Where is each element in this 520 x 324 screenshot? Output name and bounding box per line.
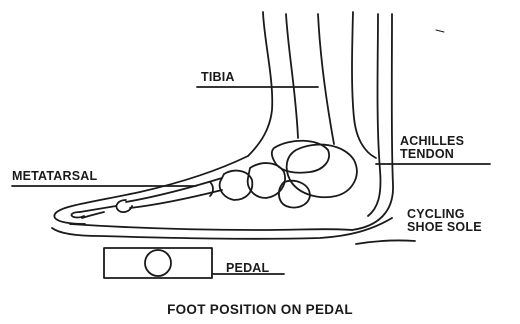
achilles-label-line2: TENDON <box>400 148 464 161</box>
leg-front-outline <box>248 12 272 156</box>
tibia-outline <box>286 14 298 138</box>
metatarsal-label: METATARSAL <box>12 170 97 183</box>
leg-back-outline <box>352 12 376 158</box>
shoe-sole-pointer <box>356 240 415 244</box>
pedal-label: PEDAL <box>226 262 269 275</box>
heel-outline <box>352 14 393 230</box>
achilles-tendon <box>368 14 381 216</box>
pedal-body <box>104 248 212 278</box>
diagram-caption: FOOT POSITION ON PEDAL <box>0 302 520 317</box>
toe-phalanx-1 <box>80 206 116 212</box>
metatarsal-bone-3 <box>210 182 213 196</box>
achilles-tendon-label: ACHILLES TENDON <box>400 135 464 161</box>
calcaneus-bone <box>287 145 357 198</box>
cycling-shoe-sole <box>52 218 392 239</box>
toe-phalanx-2 <box>71 212 84 218</box>
scan-mark <box>436 30 444 32</box>
tibia-label: TIBIA <box>201 71 235 84</box>
fibula-outline <box>318 14 334 144</box>
pedal-spindle <box>145 250 171 276</box>
shoe-label-line2: SHOE SOLE <box>407 221 482 234</box>
metatarsal-bone-1 <box>126 178 222 202</box>
foot-sole <box>70 224 352 230</box>
cycling-shoe-sole-label: CYCLING SHOE SOLE <box>407 208 482 234</box>
toe-phalanx-3 <box>82 212 104 218</box>
